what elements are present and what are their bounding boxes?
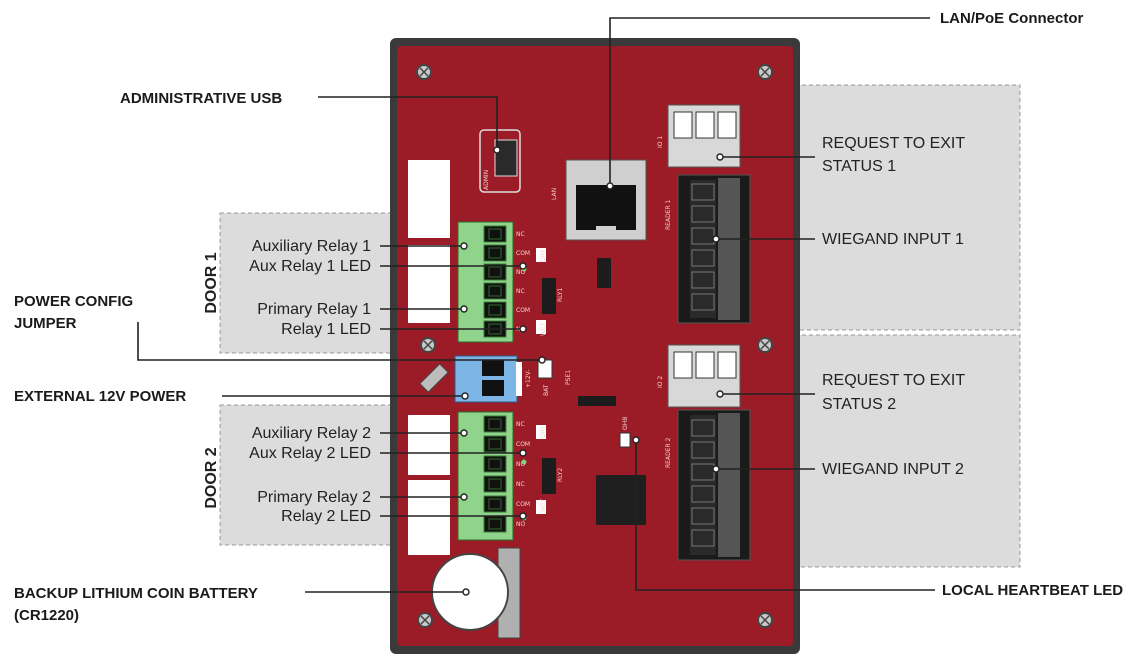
primary-relay-1-label: Primary Relay 1 [257, 301, 371, 318]
io2-label: IO 2 [657, 376, 664, 388]
nc-label: NC [516, 421, 525, 428]
lan-poe-callout: LAN/PoE Connector [940, 10, 1083, 27]
external-power-callout: EXTERNAL 12V POWER [14, 388, 186, 405]
lan-label: LAN [551, 188, 558, 200]
screw-icon [420, 337, 436, 353]
reader1-label: READER 1 [665, 199, 672, 230]
label-pads [408, 160, 450, 555]
no-label: NO [516, 521, 525, 528]
reader1-connector: READER 1 [665, 174, 751, 324]
bat-label: BAT [543, 384, 550, 396]
coin-battery [431, 547, 521, 639]
nc-label: NC [516, 231, 525, 238]
relay-1-led-label: Relay 1 LED [281, 321, 371, 338]
aux-relay-2-label: Auxiliary Relay 2 [252, 425, 371, 442]
battery-callout-line1: BACKUP LITHIUM COIN BATTERY [14, 585, 258, 602]
lan-jack: LAN [551, 159, 647, 241]
door1-title: DOOR 1 [203, 252, 220, 313]
screw-icon [416, 64, 432, 80]
door2-terminals: NC COM NO NC COM NO [457, 411, 530, 541]
pse1-label: PSE1 [565, 370, 572, 385]
rly2-label: RLY2 [557, 468, 564, 482]
com-label: COM [516, 501, 530, 508]
admin-usb-callout: ADMINISTRATIVE USB [120, 90, 282, 107]
screw-icon [757, 337, 773, 353]
power-config-callout-line2: JUMPER [14, 315, 77, 332]
plus12v-label: +12V- [525, 369, 532, 388]
door2-title: DOOR 2 [203, 447, 220, 508]
chip [596, 475, 646, 525]
reader2-label: READER 2 [665, 437, 672, 468]
fuse [419, 363, 449, 393]
aux-relay-1-led-label: Aux Relay 1 LED [249, 258, 371, 275]
wiegand2-callout: WIEGAND INPUT 2 [822, 461, 964, 478]
nc-label: NC [516, 288, 525, 295]
relay-2-led-label: Relay 2 LED [281, 508, 371, 525]
heartbeat-callout: LOCAL HEARTBEAT LED [942, 582, 1123, 599]
rte1-callout-line1: REQUEST TO EXIT [822, 135, 965, 152]
jumpers [536, 248, 631, 514]
dry-label-1: DRY [540, 250, 547, 262]
ohb-label: OHB [622, 417, 629, 430]
primary-relay-2-label: Primary Relay 2 [257, 489, 371, 506]
no-label: NO [516, 461, 525, 468]
io1-label: IO 1 [657, 136, 664, 148]
screw-icon [417, 612, 433, 628]
com-label: COM [516, 250, 530, 257]
com-label: COM [516, 307, 530, 314]
com-label: COM [516, 441, 530, 448]
aux-relay-1-label: Auxiliary Relay 1 [252, 238, 371, 255]
rly1-label: RLY1 [557, 288, 564, 302]
screw-icon [757, 612, 773, 628]
dry-label-2: DRY [540, 426, 547, 438]
power-config-callout-line1: POWER CONFIG [14, 293, 133, 310]
screw-icon [757, 64, 773, 80]
rte2-callout-line1: REQUEST TO EXIT [822, 372, 965, 389]
io2-connector: IO 2 [657, 344, 741, 408]
wet-label-1: WET [540, 322, 547, 336]
reader2-connector: READER 2 [665, 409, 751, 561]
wet-label-2: WET [540, 498, 547, 512]
screws [416, 64, 773, 628]
battery-callout-line2: (CR1220) [14, 607, 79, 624]
wiegand1-callout: WIEGAND INPUT 1 [822, 231, 964, 248]
rte1-callout-line2: STATUS 1 [822, 158, 896, 175]
admin-label: ADMIN [483, 170, 490, 190]
no-label: NO [516, 269, 525, 276]
rte2-callout-line2: STATUS 2 [822, 396, 896, 413]
nc-label: NC [516, 481, 525, 488]
aux-relay-2-led-label: Aux Relay 2 LED [249, 445, 371, 462]
